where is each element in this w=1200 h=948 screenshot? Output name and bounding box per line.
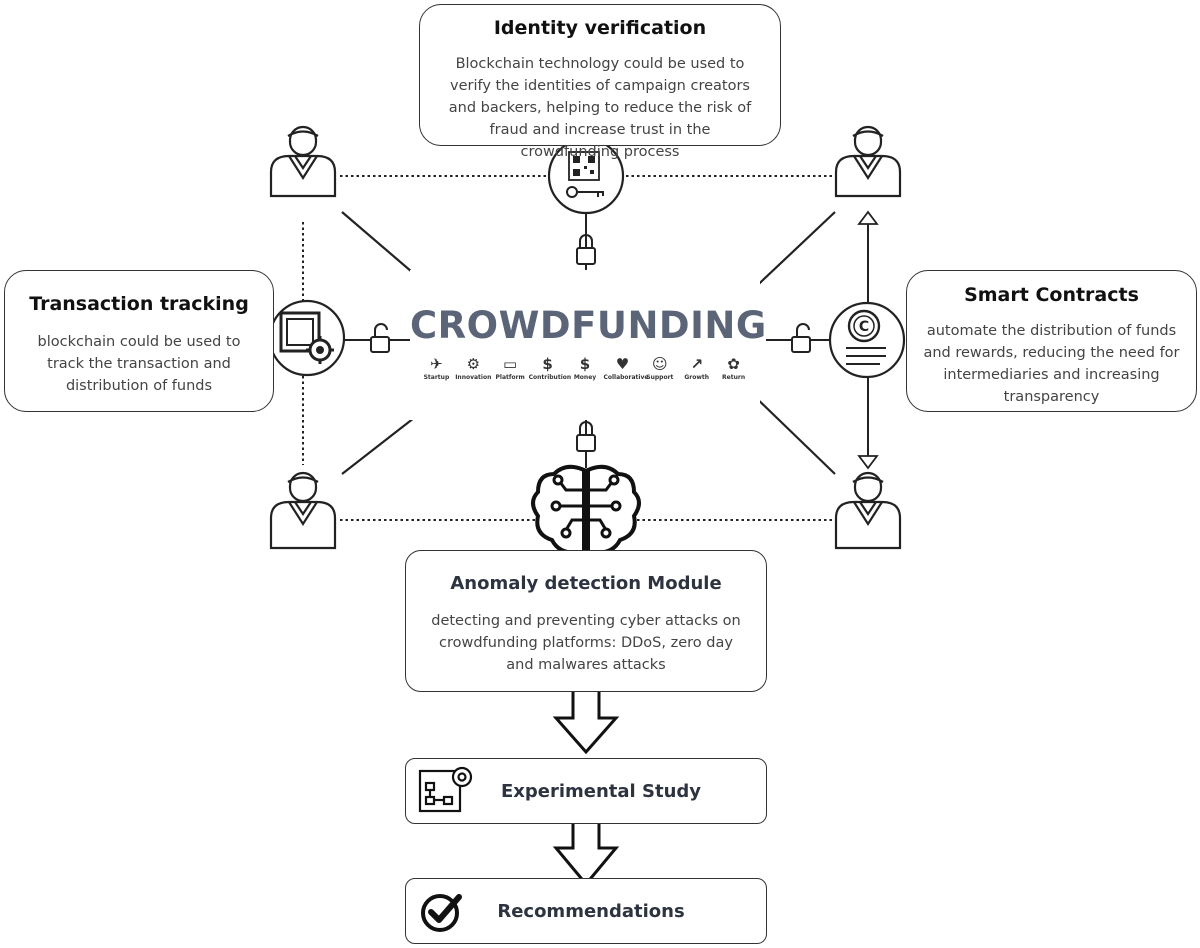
crowdfunding-item-label: Growth	[684, 374, 710, 381]
crowdfunding-item-label: Support	[646, 374, 674, 381]
flow-arrow-1	[552, 680, 620, 755]
platform-icon: ▭	[503, 355, 518, 373]
crowdfunding-item-label: Contribution	[528, 374, 572, 381]
link-top-right	[745, 211, 836, 297]
crowdfunding-item-growth: ↗Growth	[678, 354, 715, 390]
crowdfunding-item-label: Platform	[495, 374, 525, 381]
crowdfunding-item-support: ☺Support	[641, 354, 678, 390]
link-bottom-right	[747, 389, 836, 475]
transaction-body: blockchain could be used to track the tr…	[37, 334, 241, 394]
user-icon-top-right	[834, 125, 902, 198]
crowdfunding-item-return: ✿Return	[715, 354, 752, 390]
crowdfunding-item-label: Return	[722, 374, 746, 381]
experimental-study-box: Experimental Study	[405, 758, 767, 824]
user-icon-bottom-right	[834, 471, 902, 550]
coin-contract-icon: C	[828, 301, 906, 379]
smart-arrow-up	[857, 210, 879, 225]
smart-arrow-down	[857, 455, 879, 470]
innovation-icon: ⚙	[466, 355, 481, 373]
crowdfunding-item-money: $Money	[567, 354, 604, 390]
growth-icon: ↗	[690, 355, 704, 373]
contribution-icon: $	[542, 355, 553, 373]
svg-text:C: C	[859, 319, 869, 335]
crowdfunding-icon-row: ✈Startup⚙Innovation▭Platform$Contributio…	[418, 354, 760, 390]
return-icon: ✿	[727, 355, 740, 373]
anomaly-title: Anomaly detection Module	[450, 573, 722, 594]
smart-contracts-title: Smart Contracts	[964, 284, 1139, 306]
anomaly-detection-box: Anomaly detection Module detecting and p…	[405, 550, 767, 692]
identity-title: Identity verification	[493, 17, 707, 39]
anomaly-body: detecting and preventing cyber attacks o…	[431, 613, 741, 673]
crowdfunding-item-label: Money	[573, 374, 597, 381]
experimental-study-label: Experimental Study	[500, 781, 701, 802]
brain-circuit-icon	[531, 464, 641, 555]
startup-icon: ✈	[430, 355, 443, 373]
transaction-title: Transaction tracking	[29, 293, 249, 315]
crowdfunding-item-label: Innovation	[455, 374, 492, 381]
crowdfunding-item-startup: ✈Startup	[418, 354, 455, 390]
lock-icon-top	[576, 234, 596, 265]
user-icon-top-left	[269, 125, 337, 198]
flowchart-gear-icon	[418, 766, 473, 813]
lock-icon-bottom	[576, 421, 596, 452]
crowdfunding-item-platform: ▭Platform	[492, 354, 529, 390]
recommendations-box: Recommendations	[405, 878, 767, 944]
crowdfunding-item-collaborative: ♥Collaborative	[603, 354, 648, 390]
chip-gear-icon	[268, 299, 346, 377]
identity-verification-box: Identity verification Blockchain technol…	[419, 4, 781, 160]
smart-contracts-box: Smart Contracts automate the distributio…	[906, 270, 1197, 412]
crowdfunding-item-label: Collaborative	[603, 374, 649, 381]
qr-key-icon	[547, 137, 625, 215]
lock-icon-left	[370, 323, 390, 353]
recommendations-label: Recommendations	[497, 901, 685, 922]
crowdfunding-item-label: Startup	[423, 374, 450, 381]
crowdfunding-word: CROWDFUNDING	[410, 304, 767, 347]
smart-contracts-body: automate the distribution of funds and r…	[923, 323, 1180, 405]
user-icon-bottom-left	[269, 471, 337, 550]
crowdfunding-item-innovation: ⚙Innovation	[455, 354, 492, 390]
support-icon: ☺	[652, 355, 668, 373]
collaborative-icon: ♥	[615, 355, 630, 373]
identity-body: Blockchain technology could be used to v…	[448, 56, 752, 160]
crowdfunding-banner: CROWDFUNDING ✈Startup⚙Innovation▭Platfor…	[410, 270, 767, 420]
check-circle-icon	[421, 894, 462, 932]
transaction-tracking-box: Transaction tracking blockchain could be…	[4, 270, 274, 412]
crowdfunding-item-contribution: $Contribution	[529, 354, 572, 390]
money-icon: $	[579, 355, 591, 373]
lock-icon-right	[791, 323, 811, 353]
